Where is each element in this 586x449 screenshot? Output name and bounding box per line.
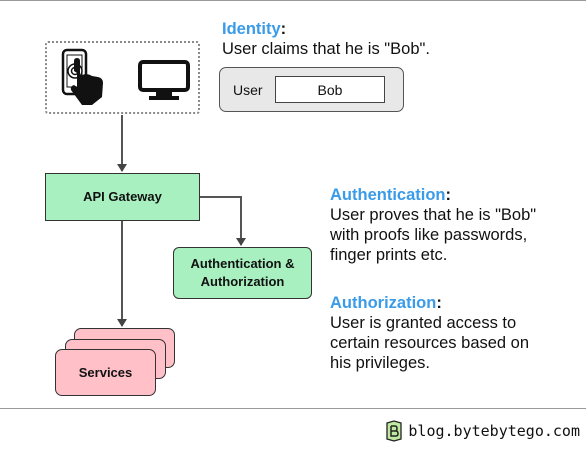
bytebytego-logo-icon (386, 420, 403, 442)
identity-term: Identity (222, 20, 281, 38)
user-field-label: User (233, 82, 263, 98)
user-field-value: Bob (275, 76, 385, 103)
auth-node-label: Authentication & Authorization (191, 255, 295, 291)
api-gateway-label: API Gateway (83, 189, 162, 204)
authentication-line-2: with proofs like passwords, (330, 226, 528, 244)
touch-phone-icon (61, 48, 103, 105)
arrow-gateway-to-auth (200, 196, 246, 246)
client-devices-box (45, 41, 200, 114)
identity-colon: : (280, 20, 287, 38)
authorization-term: Authorization (330, 294, 437, 312)
authentication-line-1: User proves that he is "Bob" (330, 206, 537, 224)
identity-description: User claims that he is "Bob". (222, 40, 430, 58)
authentication-line-3: finger prints etc. (330, 246, 448, 264)
monitor-icon (138, 60, 190, 100)
services-label: Services (78, 364, 133, 380)
identity-section: Identity: User claims that he is "Bob". (222, 19, 430, 59)
auth-node-label-line2: Authorization (200, 274, 285, 289)
site-url[interactable]: blog.bytebytego.com (408, 422, 580, 440)
api-gateway-node: API Gateway (45, 173, 200, 221)
auth-node-label-line1: Authentication & (190, 256, 295, 271)
top-border (0, 0, 586, 1)
footer-divider (0, 408, 586, 409)
authentication-section: Authentication: User proves that he is "… (330, 185, 536, 265)
services-node: Services (55, 349, 156, 396)
authentication-colon: : (445, 186, 452, 204)
authorization-line-3: his privileges. (330, 354, 430, 372)
authorization-colon: : (436, 294, 442, 312)
identity-form-panel: User Bob (219, 67, 404, 112)
authorization-line-2: certain resources based on (330, 334, 530, 352)
authorization-section: Authorization: User is granted access to… (330, 293, 529, 373)
authentication-term: Authentication (330, 186, 446, 204)
auth-node: Authentication & Authorization (173, 247, 312, 299)
footer-brand: blog.bytebytego.com (385, 420, 580, 442)
authorization-line-1: User is granted access to (330, 314, 517, 332)
